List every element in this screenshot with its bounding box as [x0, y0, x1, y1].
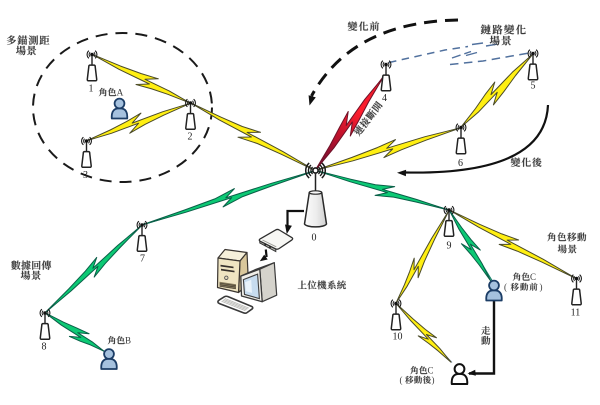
svg-text:B: B: [125, 336, 131, 346]
svg-text:): ): [432, 375, 435, 385]
svg-text:0: 0: [312, 233, 317, 244]
svg-text:9: 9: [447, 241, 452, 252]
svg-text:7: 7: [140, 254, 145, 265]
svg-text:3: 3: [83, 170, 88, 181]
svg-text:11: 11: [571, 308, 581, 319]
svg-text:4: 4: [382, 93, 387, 104]
svg-text:6: 6: [458, 158, 463, 169]
svg-text:(: (: [504, 282, 507, 292]
svg-text:A: A: [117, 89, 124, 99]
svg-text:2: 2: [188, 132, 193, 143]
svg-text:(: (: [400, 375, 403, 385]
svg-text:): ): [540, 282, 543, 292]
svg-text:C: C: [530, 272, 536, 282]
svg-text:8: 8: [42, 342, 47, 353]
svg-text:5: 5: [531, 81, 536, 92]
svg-text:1: 1: [89, 84, 94, 95]
svg-text:10: 10: [393, 332, 403, 343]
svg-text:C: C: [428, 366, 434, 376]
